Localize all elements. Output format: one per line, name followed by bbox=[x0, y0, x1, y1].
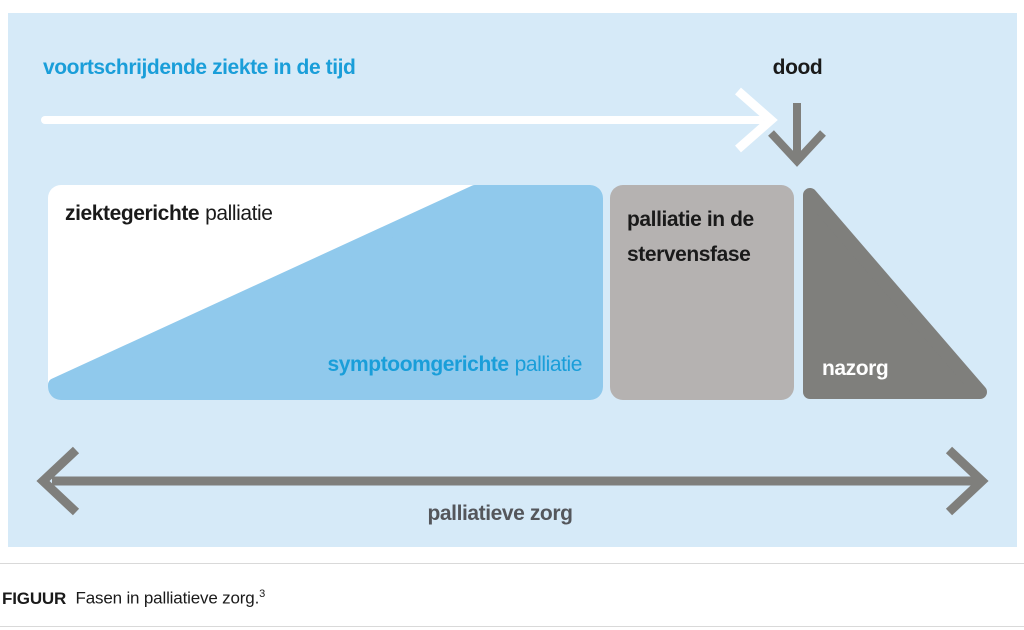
caption-divider-bottom bbox=[0, 626, 1024, 627]
death-label: dood bbox=[772, 56, 823, 79]
caption-reference: 3 bbox=[259, 588, 266, 600]
aftercare-triangle-shape bbox=[803, 188, 987, 399]
death-down-arrow-icon bbox=[768, 103, 826, 167]
disease-oriented-rest: palliatie bbox=[205, 202, 273, 225]
progression-label: voortschrijdende ziekte in de tijd bbox=[43, 56, 356, 79]
dying-phase-line2: stervensfase bbox=[627, 243, 751, 266]
caption-text: Fasen in palliatieve zorg. bbox=[75, 588, 260, 608]
caption-divider-top bbox=[0, 563, 1024, 564]
dying-phase-line1: palliatie in de bbox=[627, 208, 754, 231]
dying-phase-label: palliatie in de stervensfase bbox=[627, 202, 754, 272]
palliative-care-span-label: palliatieve zorg bbox=[427, 502, 573, 525]
dying-phase-box: palliatie in de stervensfase bbox=[610, 185, 794, 400]
aftercare-label: nazorg bbox=[822, 357, 889, 380]
disease-oriented-emphasis: ziektegerichte bbox=[65, 202, 200, 225]
caption-tag: FIGUUR bbox=[2, 588, 67, 608]
symptom-oriented-emphasis: symptoomgerichte bbox=[327, 353, 510, 376]
symptom-triangle-shape bbox=[48, 185, 603, 400]
figure-caption: FIGUUR Fasen in palliatieve zorg.3 bbox=[2, 588, 265, 609]
time-arrow-icon bbox=[41, 87, 778, 153]
aftercare-triangle: nazorg bbox=[802, 185, 988, 401]
palliative-care-span-arrow-icon bbox=[36, 446, 989, 516]
symptom-oriented-rest: palliatie bbox=[514, 353, 583, 376]
